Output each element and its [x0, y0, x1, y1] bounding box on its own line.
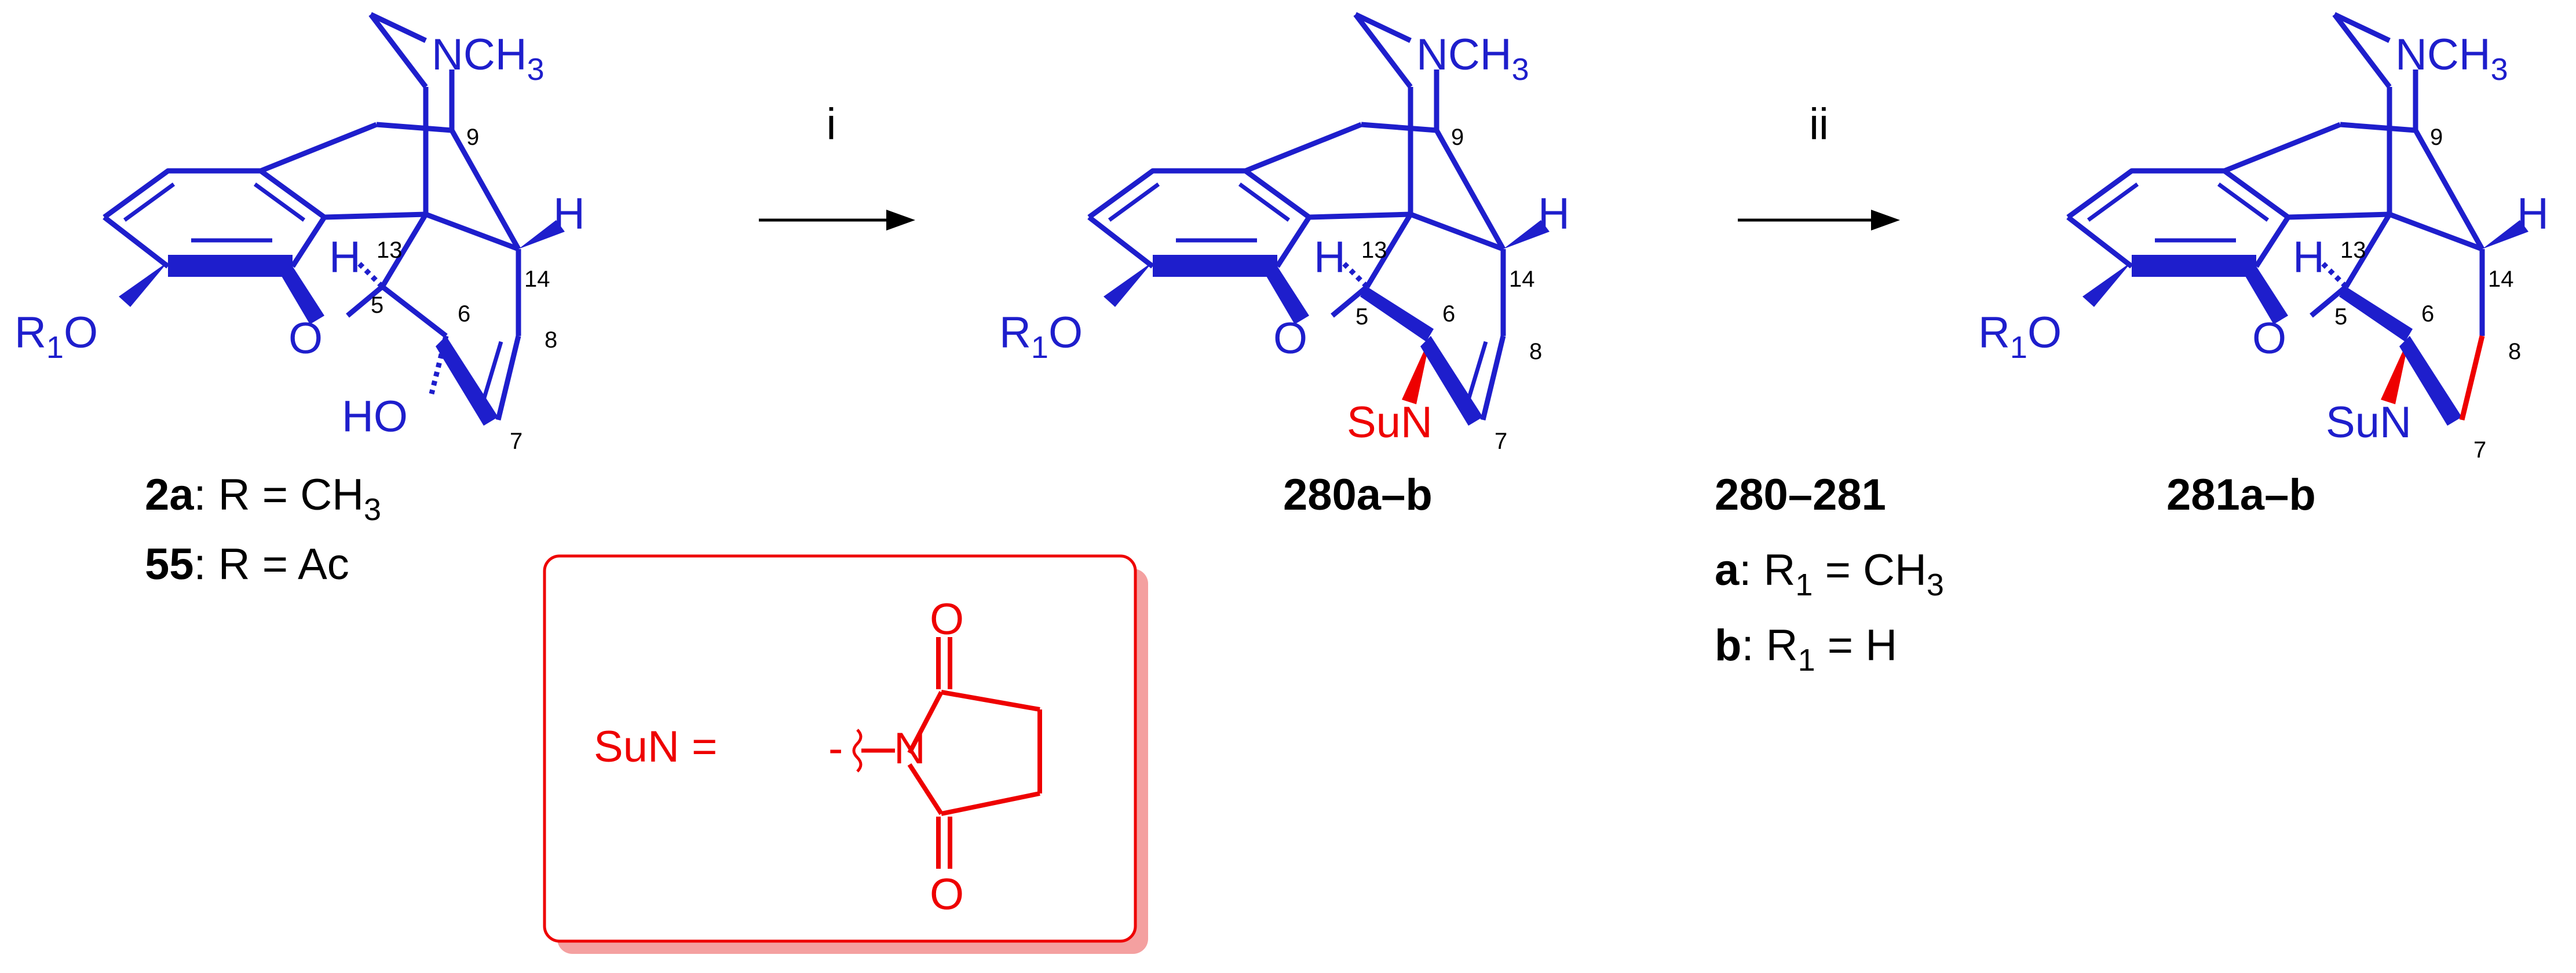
attachment-wavy-bond [852, 729, 863, 773]
legend-entry-b: b: R1 = H [1715, 621, 1897, 678]
definition-label: SuN = [594, 722, 717, 771]
succinimide-oxygen-top: O [930, 595, 964, 644]
succinimide-label: SuN [2326, 398, 2411, 447]
c14-hydrogen-label: H [2517, 189, 2549, 239]
locant-13: 13 [377, 237, 403, 263]
hydroxyl-label: HO [342, 392, 408, 441]
bridge-oxygen-label: O [1273, 314, 1307, 363]
locant-9: 9 [2430, 125, 2443, 150]
compound-2: NCH3 R1O O H H SuN 9 13 14 5 6 8 7 280a–… [999, 14, 1570, 520]
locant-13: 13 [1361, 237, 1387, 263]
c5-hydrogen-label: H [329, 233, 361, 282]
r1o-label: R1O [999, 308, 1083, 365]
locant-5: 5 [1355, 304, 1368, 330]
reaction-arrow-i: i [759, 100, 915, 231]
succinimide-definition-box: SuN = N O O - [543, 554, 1148, 954]
step-i-label: i [827, 100, 836, 149]
locant-8: 8 [1529, 339, 1542, 364]
caption-2a: 2a: R = CH3 [145, 470, 381, 527]
c5-hydrogen-label: H [2293, 233, 2325, 282]
box-frame [543, 554, 1137, 943]
compound-3: NCH3 R1O O H H SuN 9 13 14 5 6 8 7 281a–… [1978, 14, 2549, 520]
substituent-legend: 280–281 a: R1 = CH3 b: R1 = H [1715, 470, 1944, 678]
locant-7: 7 [1495, 429, 1507, 454]
succinimide-oxygen-bottom: O [930, 870, 964, 919]
legend-entry-a: a: R1 = CH3 [1715, 546, 1944, 602]
c14-hydrogen-label: H [553, 189, 585, 239]
c5-hydrogen-label: H [1314, 233, 1346, 282]
c14-hydrogen-label: H [1538, 189, 1570, 239]
succinimide-label: SuN [1347, 398, 1433, 447]
succinimide-structure [852, 637, 1042, 869]
locant-5: 5 [2334, 304, 2347, 330]
caption-281: 281a–b [2166, 470, 2316, 520]
compound-1: NCH3 R1O O H H HO 9 13 14 5 6 8 7 2a: R … [14, 14, 585, 589]
locant-6: 6 [458, 301, 470, 327]
bridge-oxygen-label: O [288, 314, 323, 363]
locant-5: 5 [371, 292, 383, 318]
legend-range: 280–281 [1715, 470, 1886, 520]
step-ii-label: ii [1809, 100, 1829, 149]
caption-55: 55: R = Ac [145, 540, 349, 589]
n-methyl-label: NCH3 [1416, 30, 1529, 87]
locant-8: 8 [545, 327, 557, 353]
locant-7: 7 [2473, 437, 2486, 463]
locant-14: 14 [2488, 266, 2514, 292]
locant-9: 9 [1451, 125, 1464, 150]
caption-280: 280a–b [1283, 470, 1433, 520]
locant-6: 6 [2421, 301, 2434, 327]
locant-14: 14 [1509, 266, 1535, 292]
locant-14: 14 [524, 266, 550, 292]
reaction-arrow-ii: ii [1738, 100, 1900, 231]
locant-13: 13 [2340, 237, 2366, 263]
locant-9: 9 [466, 125, 479, 150]
r1o-label: R1O [14, 308, 98, 365]
attachment-dash-left: - [828, 724, 843, 773]
n-methyl-label: NCH3 [2395, 30, 2508, 87]
locant-6: 6 [1442, 301, 1455, 327]
r1o-label: R1O [1978, 308, 2062, 365]
succinimide-nitrogen: N [894, 724, 926, 773]
n-methyl-label: NCH3 [432, 30, 545, 87]
locant-7: 7 [510, 429, 522, 454]
locant-8: 8 [2508, 339, 2521, 364]
bridge-oxygen-label: O [2252, 314, 2286, 363]
